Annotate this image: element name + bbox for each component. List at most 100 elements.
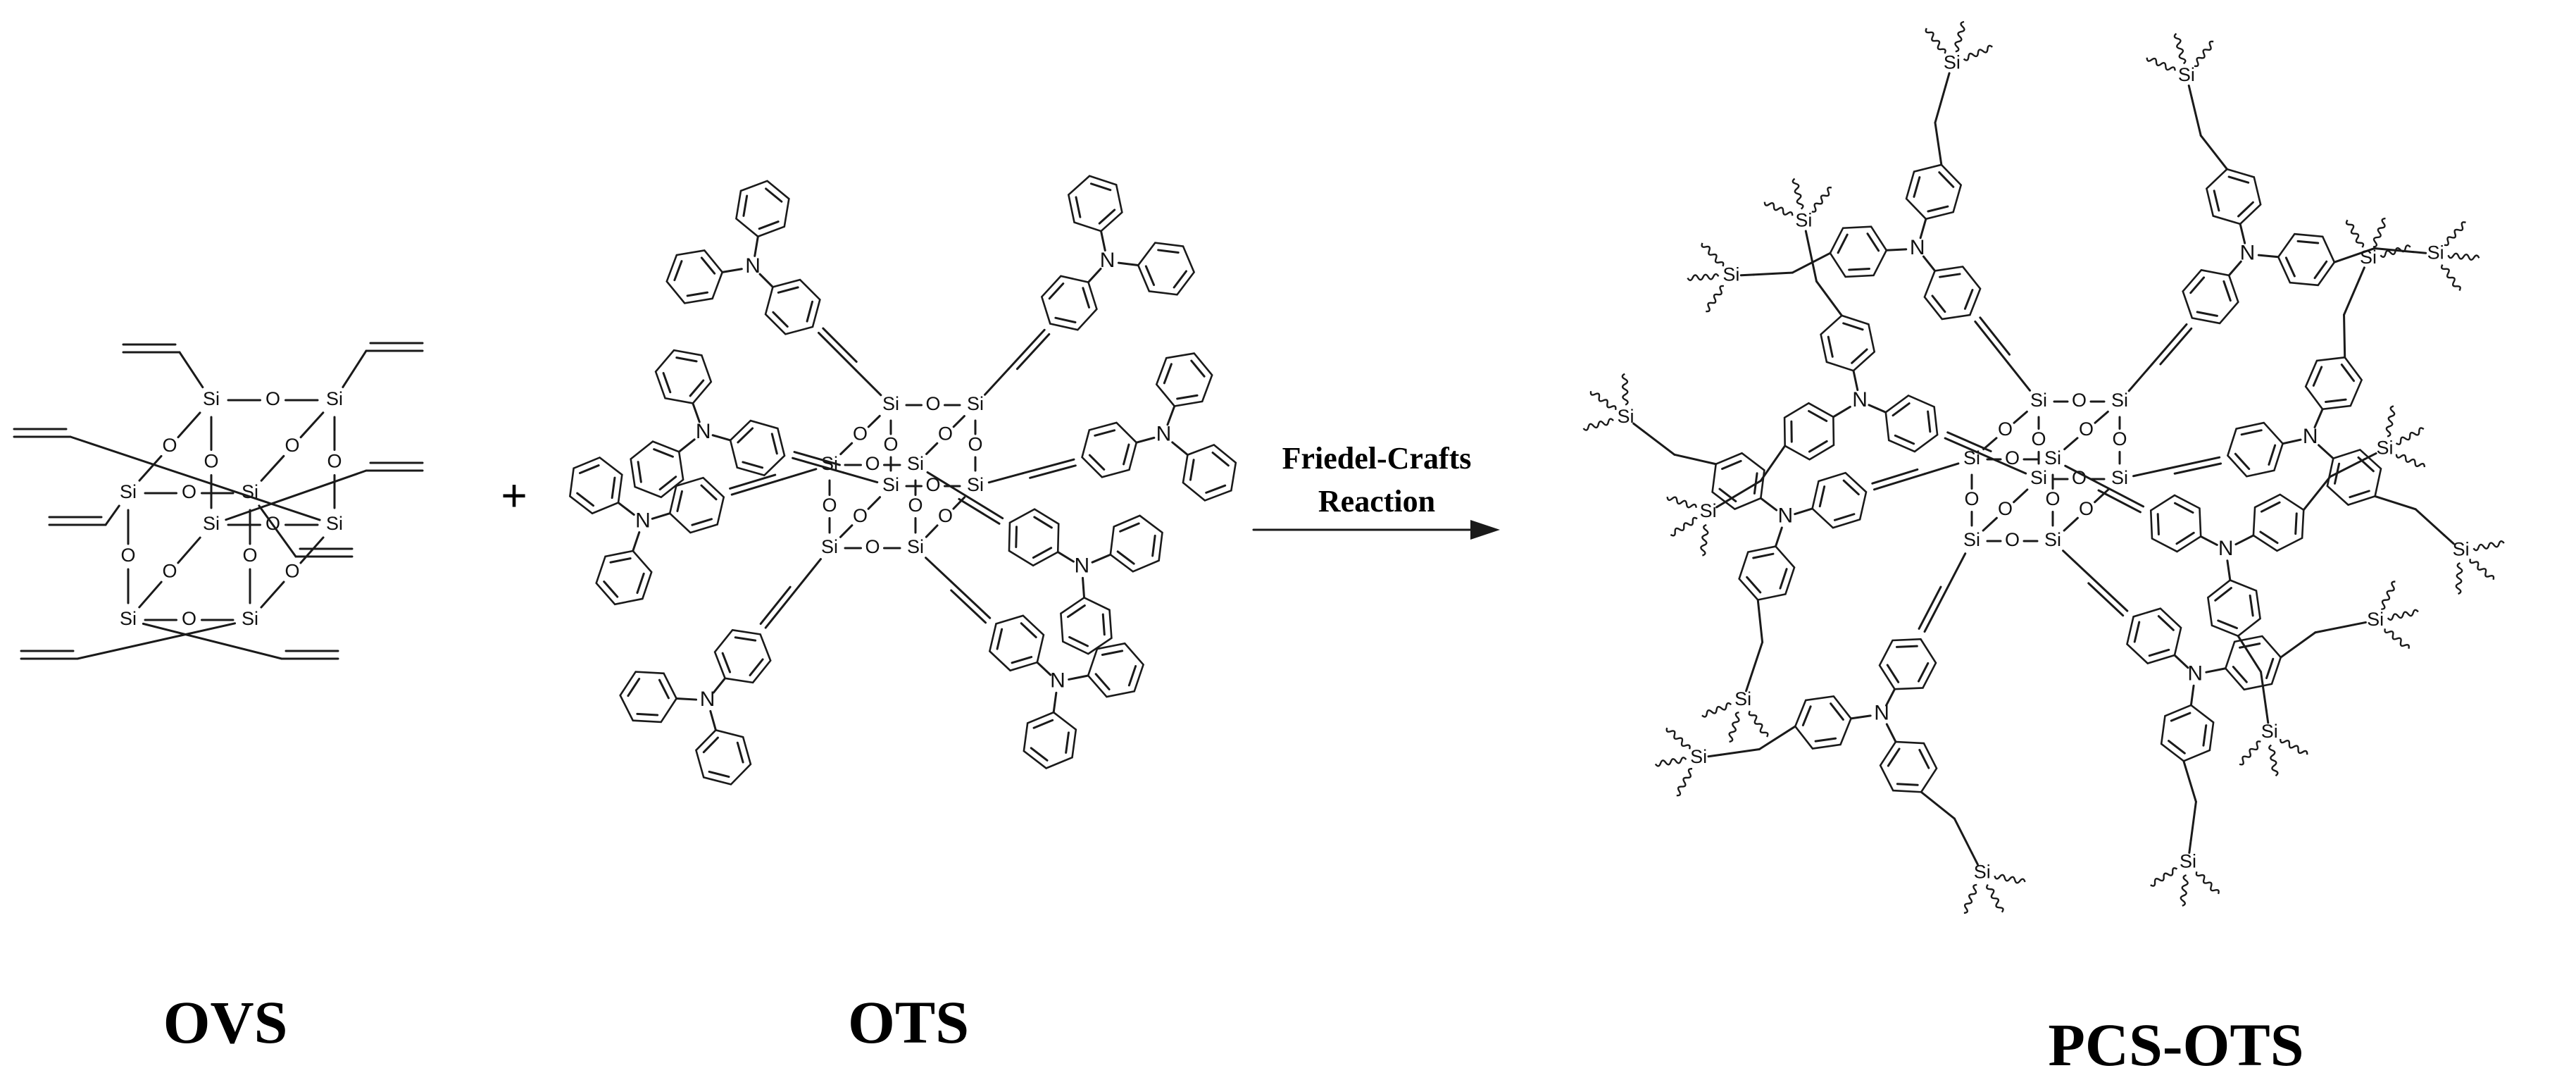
bond [1892, 402, 1911, 417]
wavy-bond [2472, 540, 2505, 552]
bond [2006, 361, 2032, 392]
wavy-bond [1666, 496, 1697, 509]
bond [2188, 839, 2192, 854]
benzene-ring [1905, 163, 1963, 221]
bond [1029, 464, 1077, 479]
silicon-atom: Si [967, 474, 984, 495]
bond [1842, 322, 1864, 331]
bond [104, 504, 120, 526]
silicon-atom: Si [1722, 264, 1739, 285]
oxygen-atom: O [327, 451, 342, 472]
bond [867, 414, 881, 428]
bond [662, 372, 672, 394]
bond [2097, 489, 2142, 514]
silicon-atom: Si [907, 536, 924, 557]
oxygen-atom: O [908, 495, 923, 516]
bond [2357, 456, 2375, 473]
wavy-bond [2239, 740, 2261, 766]
bond [1075, 196, 1082, 218]
oxygen-atom: O [925, 393, 940, 414]
bond [1852, 369, 1859, 392]
bond [658, 476, 677, 491]
wavy-bond [2268, 744, 2279, 777]
bond [749, 658, 764, 676]
bond [637, 461, 642, 483]
bond [2329, 458, 2366, 478]
bond [734, 636, 757, 642]
bond [1946, 431, 1992, 453]
oxygen-atom: O [182, 481, 196, 502]
bond [1123, 443, 1130, 466]
bond [742, 461, 764, 469]
nitrogen-atom: N [1075, 554, 1090, 577]
bond [260, 454, 285, 482]
benzene-ring [1023, 711, 1077, 769]
bond [2173, 654, 2189, 669]
bond [2199, 134, 2228, 170]
silicon-atom: Si [1734, 688, 1751, 709]
bond [1632, 422, 1645, 433]
nitrogen-atom: N [2303, 425, 2318, 448]
bond [867, 496, 882, 510]
bond [1927, 410, 1932, 433]
benzene-ring [654, 349, 713, 404]
plus-sign: + [501, 470, 527, 521]
oxygen-atom: O [162, 561, 177, 582]
bond [984, 367, 1010, 396]
bond [1759, 497, 1778, 511]
wavy-bond [2380, 244, 2411, 258]
silicon-atom: Si [120, 608, 137, 629]
bond [636, 712, 659, 716]
bond [1119, 522, 1140, 533]
benzene-ring [2126, 607, 2182, 665]
bond [2196, 311, 2218, 317]
bond [1707, 753, 1722, 758]
silicon-atom: Si [2030, 390, 2047, 411]
silicon-atom: Si [203, 388, 220, 409]
bond [691, 518, 713, 526]
silicon-atom: Si [907, 453, 924, 474]
bond [2213, 190, 2220, 212]
bond [1807, 242, 1818, 283]
bond [692, 402, 701, 423]
oxygen-atom: O [2005, 447, 2020, 468]
bond [700, 484, 718, 501]
bond [617, 502, 635, 516]
compound-label-ovs: OVS [163, 988, 288, 1056]
bond [1894, 434, 1915, 445]
bond [1673, 453, 1718, 466]
bond [1801, 705, 1812, 726]
bond [1753, 472, 1758, 495]
bond [730, 478, 784, 496]
bond [2296, 240, 2320, 244]
nitrogen-atom: N [1910, 236, 1925, 259]
benzene-ring [1879, 740, 1938, 793]
bond [1885, 723, 1897, 743]
bond [142, 622, 283, 660]
bond [2268, 444, 2277, 466]
bond [2239, 223, 2246, 244]
oxygen-atom: O [182, 608, 196, 629]
bond [806, 300, 814, 323]
benzene-ring [1738, 545, 1796, 601]
bond [1872, 473, 1926, 491]
bond [2227, 260, 2242, 277]
oxygen-atom: O [938, 505, 953, 526]
bond [1848, 267, 1870, 271]
bond [781, 468, 818, 480]
bond [758, 273, 774, 288]
wavy-bond [1706, 285, 1725, 313]
bond [1804, 230, 1810, 245]
nitrogen-atom: N [1156, 423, 1172, 446]
wavy-bond [1621, 373, 1629, 406]
wavy-bond [2469, 558, 2495, 581]
oxygen-atom: O [865, 453, 880, 474]
bond [2226, 559, 2232, 582]
bond [1919, 218, 1927, 240]
bond [952, 415, 965, 428]
arrow-label-line1: Friedel-Crafts [1282, 441, 1472, 476]
bond [1056, 551, 1075, 563]
bond [1718, 488, 1737, 503]
bond [2087, 582, 2125, 617]
oxygen-atom: O [2072, 390, 2087, 411]
